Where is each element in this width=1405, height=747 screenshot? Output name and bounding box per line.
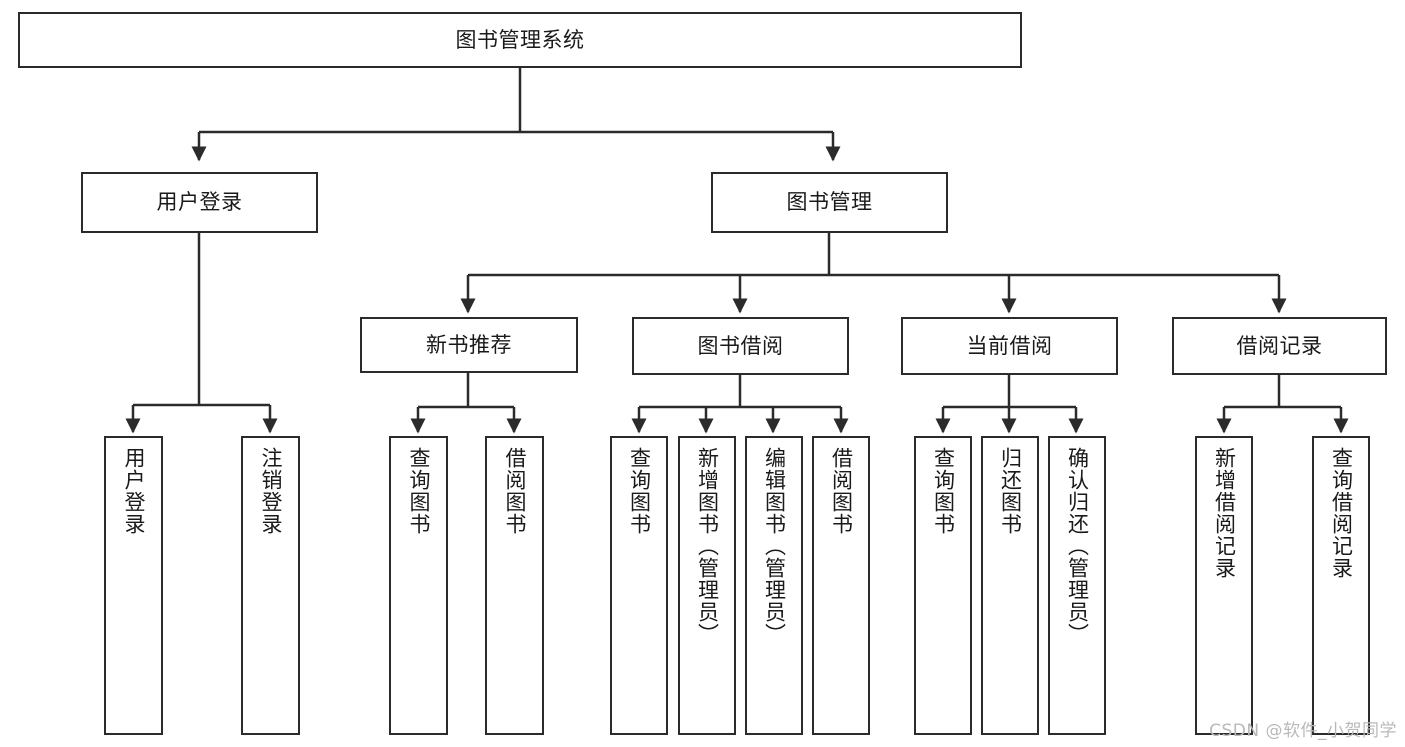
leaf-query-record-label: 查询借阅记录 [1329,447,1354,579]
node-user-login[interactable]: 用户登录 [81,172,318,233]
node-book-borrow[interactable]: 图书借阅 [632,317,849,375]
leaf-query-book-3-label: 查询图书 [931,447,956,535]
node-current-borrow[interactable]: 当前借阅 [901,317,1118,375]
leaf-query-record[interactable]: 查询借阅记录 [1312,436,1370,735]
leaf-add-book[interactable]: 新增图书（管理员） [678,436,736,735]
leaf-confirm-return-label: 确认归还（管理员） [1065,447,1090,645]
leaf-borrow-book-2-label: 借阅图书 [829,447,854,535]
node-book-management[interactable]: 图书管理 [711,172,948,233]
node-book-management-label: 图书管理 [786,190,873,215]
node-borrow-record-label: 借阅记录 [1236,333,1323,358]
node-root[interactable]: 图书管理系统 [18,12,1022,68]
leaf-query-book-2-label: 查询图书 [627,447,652,535]
leaf-return-book[interactable]: 归还图书 [981,436,1039,735]
node-current-borrow-label: 当前借阅 [966,333,1053,358]
node-new-book-recommend-label: 新书推荐 [426,332,512,357]
leaf-edit-book-label: 编辑图书（管理员） [762,447,787,645]
node-book-borrow-label: 图书借阅 [697,333,784,358]
leaf-query-book-2[interactable]: 查询图书 [610,436,668,735]
leaf-borrow-book-1-label: 借阅图书 [502,447,527,535]
leaf-add-record-label: 新增借阅记录 [1212,447,1237,579]
leaf-logout-label: 注销登录 [258,447,283,535]
leaf-query-book-1-label: 查询图书 [406,447,431,535]
leaf-borrow-book-2[interactable]: 借阅图书 [812,436,870,735]
node-new-book-recommend[interactable]: 新书推荐 [360,317,578,373]
leaf-add-record[interactable]: 新增借阅记录 [1195,436,1253,735]
node-root-label: 图书管理系统 [455,27,585,52]
watermark: CSDN @软件_小贺同学 [1209,721,1397,741]
leaf-edit-book[interactable]: 编辑图书（管理员） [745,436,803,735]
node-user-login-label: 用户登录 [156,190,243,215]
leaf-logout[interactable]: 注销登录 [241,436,300,735]
leaf-confirm-return[interactable]: 确认归还（管理员） [1048,436,1106,735]
leaf-user-login-label: 用户登录 [121,447,146,535]
leaf-add-book-label: 新增图书（管理员） [695,447,720,645]
leaf-user-login[interactable]: 用户登录 [104,436,163,735]
leaf-return-book-label: 归还图书 [998,447,1023,535]
leaf-borrow-book-1[interactable]: 借阅图书 [485,436,544,735]
leaf-query-book-3[interactable]: 查询图书 [914,436,972,735]
node-borrow-record[interactable]: 借阅记录 [1172,317,1387,375]
leaf-query-book-1[interactable]: 查询图书 [389,436,448,735]
